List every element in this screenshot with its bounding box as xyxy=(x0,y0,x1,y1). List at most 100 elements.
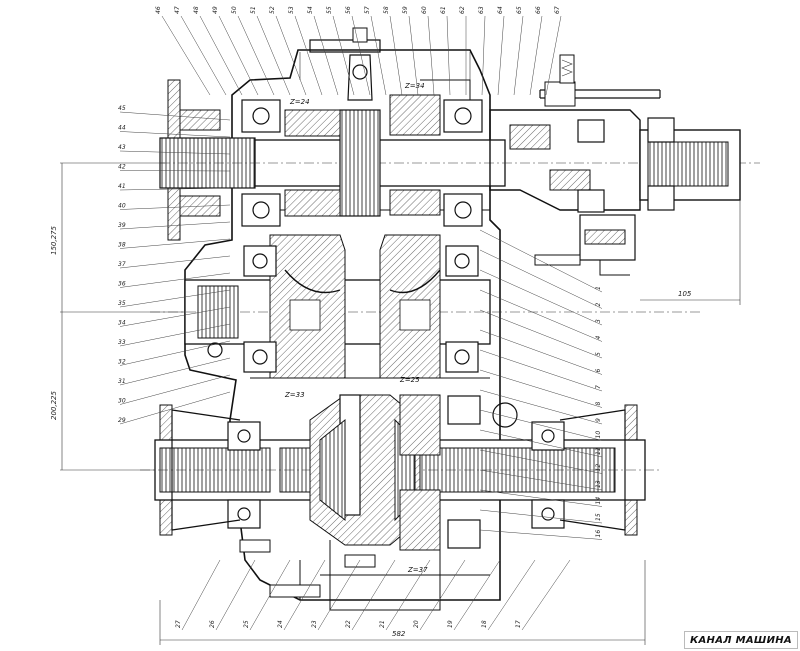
leader-line xyxy=(119,340,231,366)
leader-line xyxy=(513,15,524,96)
callout-number: 40 xyxy=(118,203,126,210)
leader-line xyxy=(408,15,419,96)
leader-line xyxy=(218,15,259,96)
callout-number: 9 xyxy=(595,418,602,422)
countershaft-assembly xyxy=(150,234,700,379)
leader-line xyxy=(161,15,211,96)
callout-number: 43 xyxy=(118,144,126,151)
leader-line xyxy=(215,559,256,631)
callout-number: 17 xyxy=(515,620,522,628)
callout-number: 12 xyxy=(595,464,602,472)
callout-number: 53 xyxy=(288,6,295,14)
callout-number: 64 xyxy=(497,6,504,14)
leader-line xyxy=(479,229,603,293)
callout-number: 11 xyxy=(595,447,602,455)
gear-label-z33: Z=33 xyxy=(284,391,305,399)
leader-line xyxy=(294,15,323,96)
callout-number: 49 xyxy=(212,6,219,14)
bearing-upper-left xyxy=(241,99,281,227)
gear-label-z34: Z=34 xyxy=(404,82,425,90)
callout-number: 1 xyxy=(595,286,602,290)
callout-number: 51 xyxy=(250,6,257,14)
leader-line xyxy=(119,131,231,138)
leader-line xyxy=(479,509,603,524)
leader-line xyxy=(479,449,603,474)
callout-number: 58 xyxy=(383,6,390,14)
leader-line xyxy=(479,269,603,326)
gear-label-z37: Z=37 xyxy=(407,566,428,574)
callout-number: 7 xyxy=(595,385,602,389)
gear-label-z25: Z=25 xyxy=(399,376,420,384)
callout-number: 8 xyxy=(595,402,602,406)
callout-number: 55 xyxy=(326,6,333,14)
callout-number: 26 xyxy=(209,620,216,628)
leader-line xyxy=(479,389,603,425)
leader-line xyxy=(119,289,231,308)
leader-line xyxy=(119,238,231,249)
leader-line xyxy=(479,329,603,375)
leader-line xyxy=(389,15,403,96)
channel-watermark: КАНАЛ МАШИНА xyxy=(684,631,798,649)
callout-number: 19 xyxy=(447,620,454,628)
leader-line xyxy=(256,15,291,96)
leader-line xyxy=(119,374,231,405)
callout-number: 52 xyxy=(269,6,276,14)
callout-number: 41 xyxy=(118,183,126,190)
callout-number: 6 xyxy=(595,369,602,373)
callout-number: 2 xyxy=(595,303,602,307)
leader-line xyxy=(479,309,603,359)
leader-line xyxy=(479,469,603,491)
leader-line xyxy=(479,289,603,342)
leader-line xyxy=(529,15,543,96)
callout-number: 56 xyxy=(345,6,352,14)
leader-line xyxy=(479,349,603,392)
callout-number: 37 xyxy=(118,261,126,268)
leader-line xyxy=(119,170,231,172)
callout-number: 47 xyxy=(174,6,181,14)
callout-number: 62 xyxy=(459,6,466,14)
leader-line xyxy=(119,306,231,327)
leader-line xyxy=(481,15,486,96)
leader-line xyxy=(181,559,221,631)
leader-line xyxy=(119,221,231,230)
callout-number: 50 xyxy=(231,6,238,14)
callout-number: 48 xyxy=(193,6,200,14)
leader-line xyxy=(479,489,603,507)
callout-number: 65 xyxy=(516,6,523,14)
callout-number: 54 xyxy=(307,6,314,14)
leader-line xyxy=(521,559,571,631)
callout-number: 25 xyxy=(243,620,250,628)
callout-number: 3 xyxy=(595,319,602,323)
right-transfer-unit xyxy=(489,54,741,276)
callout-number: 59 xyxy=(402,6,409,14)
callout-number: 45 xyxy=(118,105,126,112)
callout-number: 33 xyxy=(118,339,126,346)
leader-line xyxy=(351,559,396,631)
callout-number: 36 xyxy=(118,281,126,288)
callout-number: 13 xyxy=(595,480,602,488)
leader-line xyxy=(479,249,603,309)
callout-number: 42 xyxy=(118,164,126,171)
leader-line xyxy=(119,357,231,386)
input-shaft-assembly xyxy=(159,27,760,241)
callout-number: 18 xyxy=(481,620,488,628)
leader-line xyxy=(119,204,231,210)
callout-number: 29 xyxy=(118,417,126,424)
gear-label-z24: Z=24 xyxy=(289,98,310,106)
callout-number: 10 xyxy=(595,431,602,439)
callout-number: 35 xyxy=(118,300,126,307)
dimension-lines xyxy=(60,162,741,645)
leader-line xyxy=(119,391,231,425)
callout-number: 38 xyxy=(118,242,126,249)
dimension-right-offset: 105 xyxy=(678,290,692,298)
callout-number: 27 xyxy=(175,620,182,628)
dimension-lower-vertical: 200,225 xyxy=(50,391,58,420)
callout-number: 67 xyxy=(554,6,561,14)
callout-number: 39 xyxy=(118,222,126,229)
leader-line xyxy=(427,15,435,96)
leader-line xyxy=(370,15,387,96)
leader-line xyxy=(317,559,361,631)
